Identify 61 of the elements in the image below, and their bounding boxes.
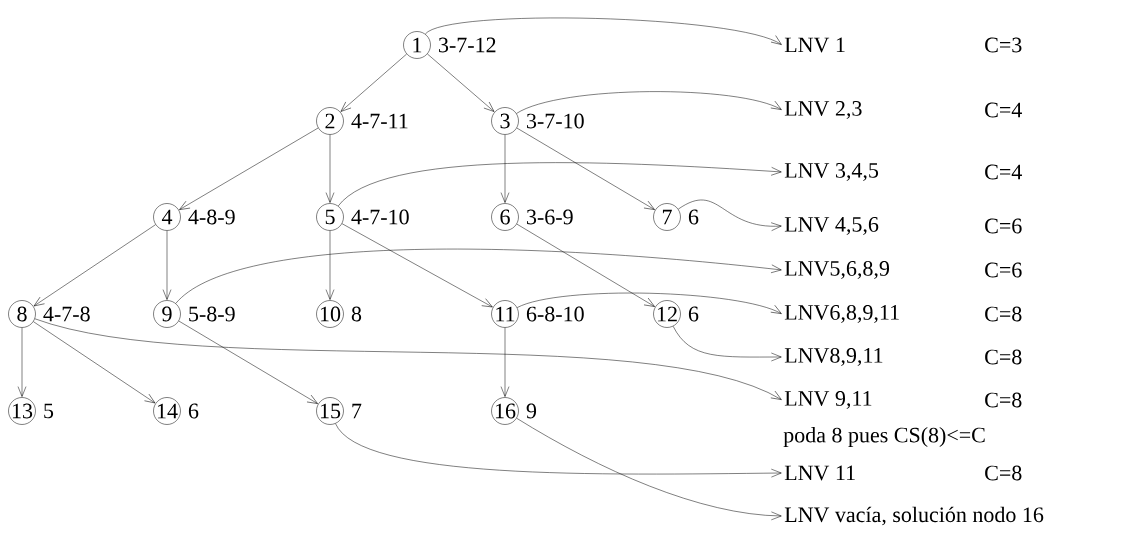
arrow: [179, 127, 319, 210]
cost-label: 4-8-9: [188, 209, 235, 225]
cost-label: 9: [526, 403, 537, 419]
cost-label: 6: [188, 403, 199, 419]
arrow: [500, 134, 510, 203]
arrow: [516, 127, 655, 210]
list-text: LNV8,9,11: [784, 348, 883, 366]
cost-label: 6: [688, 209, 699, 225]
arrow: [335, 423, 782, 478]
note-text: C=6: [985, 218, 1022, 234]
list-text: LNV5,6,8,9: [784, 261, 889, 279]
list-text: LNV vacía, solución nodo 16: [784, 506, 1044, 526]
arrow: [341, 223, 493, 308]
arrow: [516, 418, 782, 521]
arrow: [34, 318, 782, 400]
cost-label: 4-7-11: [351, 113, 408, 129]
arrow: [325, 230, 335, 300]
list-text: LNV6,8,9,11: [784, 305, 899, 323]
note-text: C=8: [985, 349, 1022, 365]
arrow: [500, 327, 510, 397]
arrow: [425, 17, 782, 45]
cost-label: 8: [351, 306, 362, 322]
arrow: [678, 199, 782, 231]
note-text: C=6: [985, 262, 1022, 278]
note-text: C=8: [985, 392, 1022, 408]
arrow: [672, 326, 782, 362]
arrow: [516, 91, 782, 114]
cost-label: 3-7-10: [527, 113, 584, 129]
cost-label: 6: [688, 306, 699, 322]
list-text: LNV 1: [784, 37, 845, 53]
arrow: [516, 223, 655, 307]
note-text: poda 8 pues CS(8)<=C: [783, 427, 985, 447]
list-text: LNV 9,11: [784, 391, 872, 409]
cost-label: 3-6-9: [527, 209, 573, 225]
arrow: [338, 162, 782, 207]
arrow: [325, 134, 335, 203]
arrow: [17, 327, 27, 397]
arrow: [33, 224, 156, 307]
arrow: [175, 248, 782, 304]
arrow: [178, 320, 318, 404]
arrow: [162, 230, 172, 300]
cost-label: 6-8-10: [526, 306, 584, 322]
cost-label: 5-8-9: [189, 306, 235, 322]
note-text: C=3: [985, 37, 1022, 53]
note-text: C=4: [985, 102, 1022, 118]
note-text: C=8: [985, 465, 1022, 481]
list-text: LNV 2,3: [784, 101, 862, 119]
cost-label: 3-7-12: [439, 37, 496, 53]
cost-label: 4-7-8: [43, 306, 90, 322]
arrow: [427, 53, 495, 112]
arrow: [340, 53, 407, 112]
arrow: [33, 321, 156, 404]
list-text: LNV 11: [784, 465, 855, 481]
arrow: [516, 292, 782, 314]
list-text: LNV 4,5,6: [784, 217, 879, 235]
cost-label: 7: [352, 403, 362, 419]
note-text: C=8: [985, 306, 1022, 322]
cost-label: 5: [44, 403, 54, 419]
cost-label: 4-7-10: [351, 209, 409, 225]
list-text: LNV 3,4,5: [784, 163, 879, 181]
note-text: C=4: [985, 164, 1022, 180]
